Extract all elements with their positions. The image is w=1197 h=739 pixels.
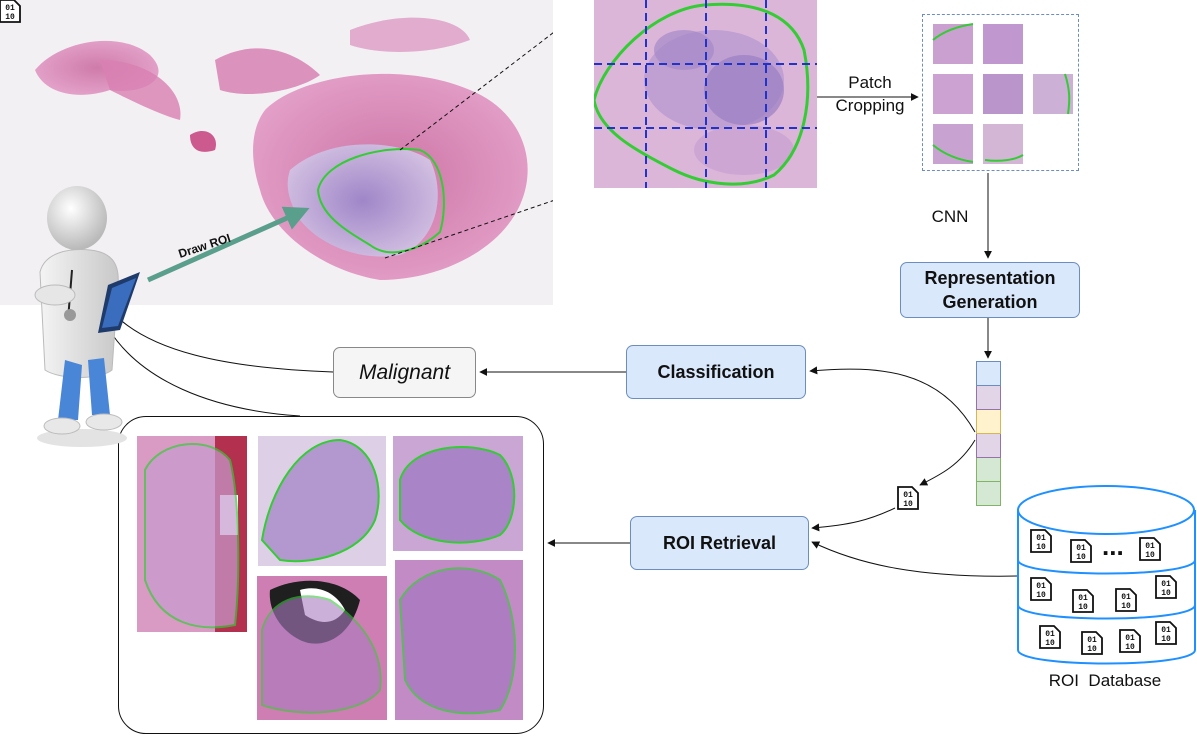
generation-label: Generation bbox=[942, 292, 1038, 312]
binary-file-icon bbox=[1072, 589, 1094, 613]
vector-cell-2 bbox=[976, 386, 1001, 410]
draw-roi-arrow bbox=[146, 206, 310, 283]
roi-database-label: ROI Database bbox=[1048, 671, 1162, 690]
binary-file-icon bbox=[1155, 575, 1177, 599]
vector-cell-3 bbox=[976, 410, 1001, 434]
vector-cell-6 bbox=[976, 482, 1001, 506]
feature-vector bbox=[976, 361, 1001, 507]
classification-box: Classification bbox=[626, 345, 806, 399]
patch-cropping-label-line1: Patch bbox=[848, 73, 892, 92]
binary-file-icon: 01 10 bbox=[0, 0, 21, 23]
svg-text:01: 01 bbox=[5, 4, 15, 13]
binary-file-icon bbox=[1030, 577, 1052, 601]
patch-cropping-label-line2: Cropping bbox=[835, 96, 905, 115]
vector-cell-5 bbox=[976, 458, 1001, 482]
zoomed-roi bbox=[592, 0, 817, 188]
patches-panel bbox=[922, 14, 1079, 171]
vector-cell-4 bbox=[976, 434, 1001, 458]
cnn-label: CNN bbox=[931, 207, 969, 226]
binary-file-icon bbox=[1081, 631, 1103, 655]
binary-file-icon bbox=[1030, 529, 1052, 553]
binary-file-icon bbox=[1039, 625, 1061, 649]
flow-arrows bbox=[107, 93, 1019, 577]
binary-file-icon bbox=[1119, 629, 1141, 653]
doctor-figure bbox=[34, 186, 140, 447]
svg-text:10: 10 bbox=[5, 13, 15, 22]
vector-cell-1 bbox=[976, 361, 1001, 386]
binary-file-icon bbox=[1070, 539, 1092, 563]
roi-retrieval-box: ROI Retrieval bbox=[630, 516, 809, 570]
representation-label: Representation bbox=[924, 268, 1056, 288]
zoomed-roi-image bbox=[592, 0, 817, 188]
ellipsis-label: ... bbox=[1102, 531, 1124, 561]
representation-generation-box: Representation Generation bbox=[900, 262, 1080, 318]
binary-file-icon bbox=[1139, 537, 1161, 561]
whole-slide-tissue bbox=[35, 0, 597, 280]
binary-file-icon bbox=[897, 486, 919, 510]
binary-file-icon bbox=[1155, 621, 1177, 645]
binary-file-icon bbox=[1115, 588, 1137, 612]
retrieved-roi-images bbox=[137, 436, 523, 720]
malignant-result-box: Malignant bbox=[333, 347, 476, 398]
patch-tiles bbox=[932, 23, 1073, 164]
retrieved-results-panel bbox=[118, 416, 544, 734]
